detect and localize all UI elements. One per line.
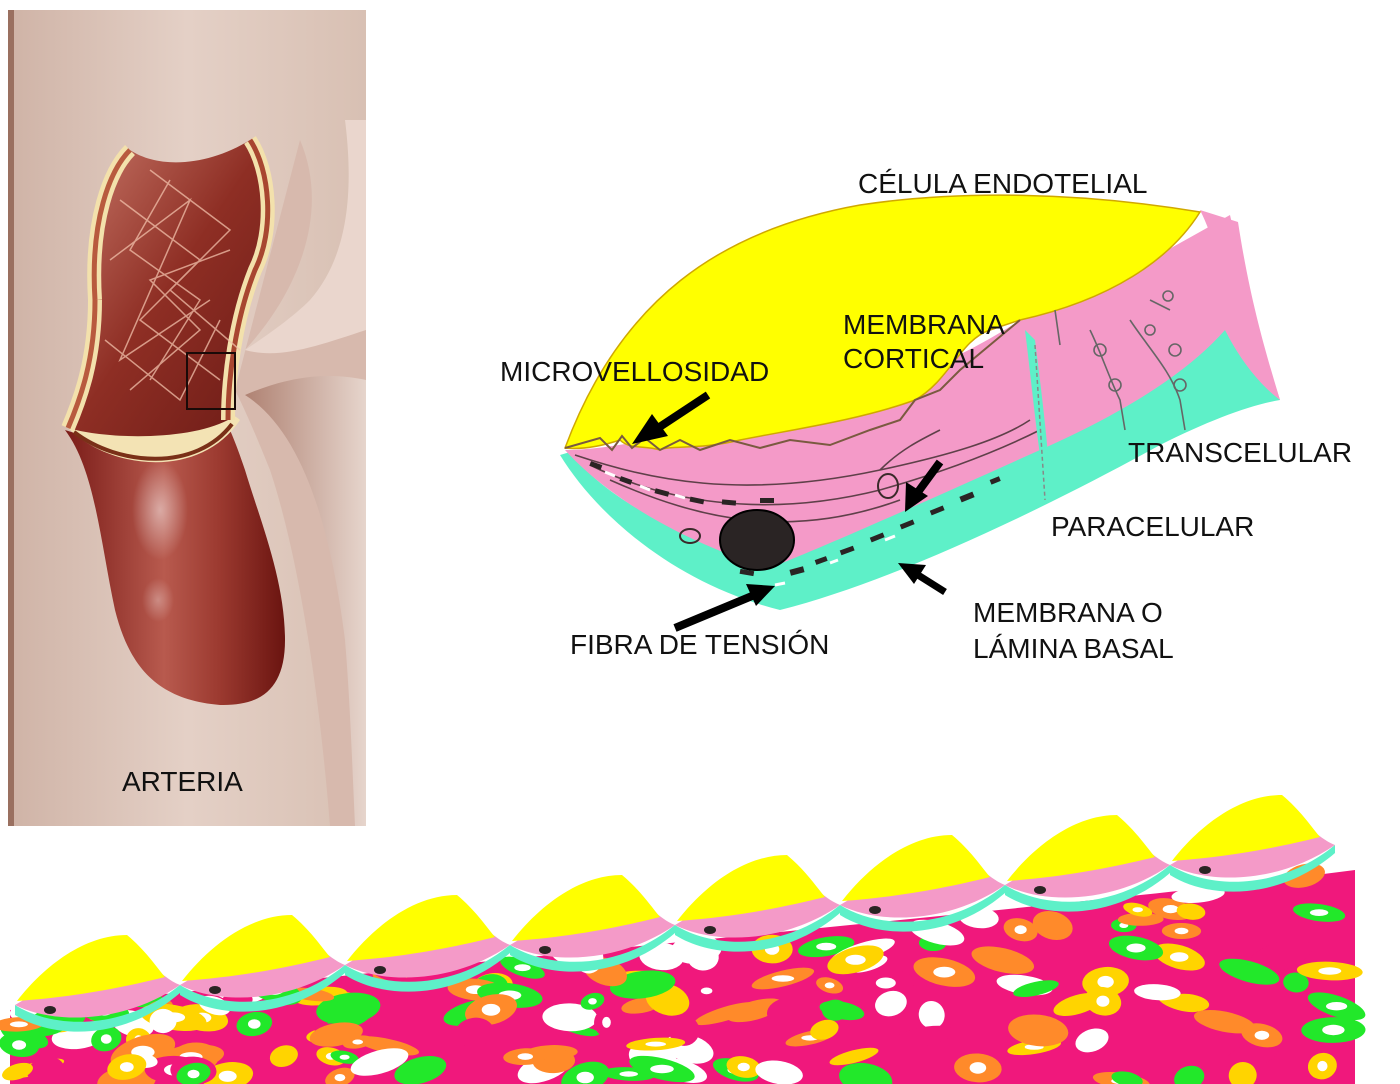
tissue-cell-lumen [120,1062,134,1072]
tissue-cell-lumen [1310,909,1328,916]
tissue-cell-lumen [588,998,597,1004]
tissue-cell-lumen [518,1053,533,1060]
tissue-cell-lumen [650,1065,674,1073]
tissue-cell-lumen [1326,1002,1347,1010]
tissue-cell-lumen [1255,1031,1270,1040]
tissue-cell-lumen [1170,952,1189,961]
tissue-cell-lumen [1163,905,1179,913]
tissue-cell-lumen [970,1062,987,1074]
tissue-cell-lumen [514,964,530,971]
tissue-cell-lumen [101,1034,112,1044]
tissue-cell-lumen [933,967,955,978]
tissue-cell-lumen [1318,967,1341,974]
tissue-cell-lumen [845,955,865,965]
tissue-cell-lumen [188,1070,200,1079]
tissue-cell-lumen [876,978,896,989]
tissue-cell-lumen [1133,907,1143,912]
tissue-cell-lumen [1097,976,1113,988]
tissue-cell-lumen [352,1040,363,1045]
tissue-cell-lumen [645,1042,666,1047]
tissue-cell-lumen [1096,996,1109,1007]
tissue-cell-lumen [602,1017,611,1028]
tissue-cell-lumen [248,1019,261,1029]
tissue-cell-lumen [701,988,713,995]
tissue-cell-lumen [772,975,795,981]
tissue-cell-lumen [577,1072,594,1084]
tissue-cell-lumen [738,1063,750,1071]
tissue-cell-lumen [482,1004,501,1016]
tissue-cell-lumen [825,982,835,988]
tissue-cell-lumen [619,1071,638,1076]
tissue-cell-lumen [1015,925,1027,934]
tissue-cell-lumen [1322,1025,1344,1035]
tissue-cell-lumen [340,1055,350,1060]
tissue-cell-lumen [816,943,836,951]
tissue-cell-lumen [1126,944,1145,953]
tissue-cell-lumen [10,1021,28,1027]
tissue-cell-lumen [1175,928,1189,934]
tissue-cell-lumen [335,1074,346,1081]
tissue-cell-lumen [12,1040,26,1049]
tissue-cell-lumen [1317,1061,1327,1071]
tissue-cell-lumen [219,1071,237,1082]
